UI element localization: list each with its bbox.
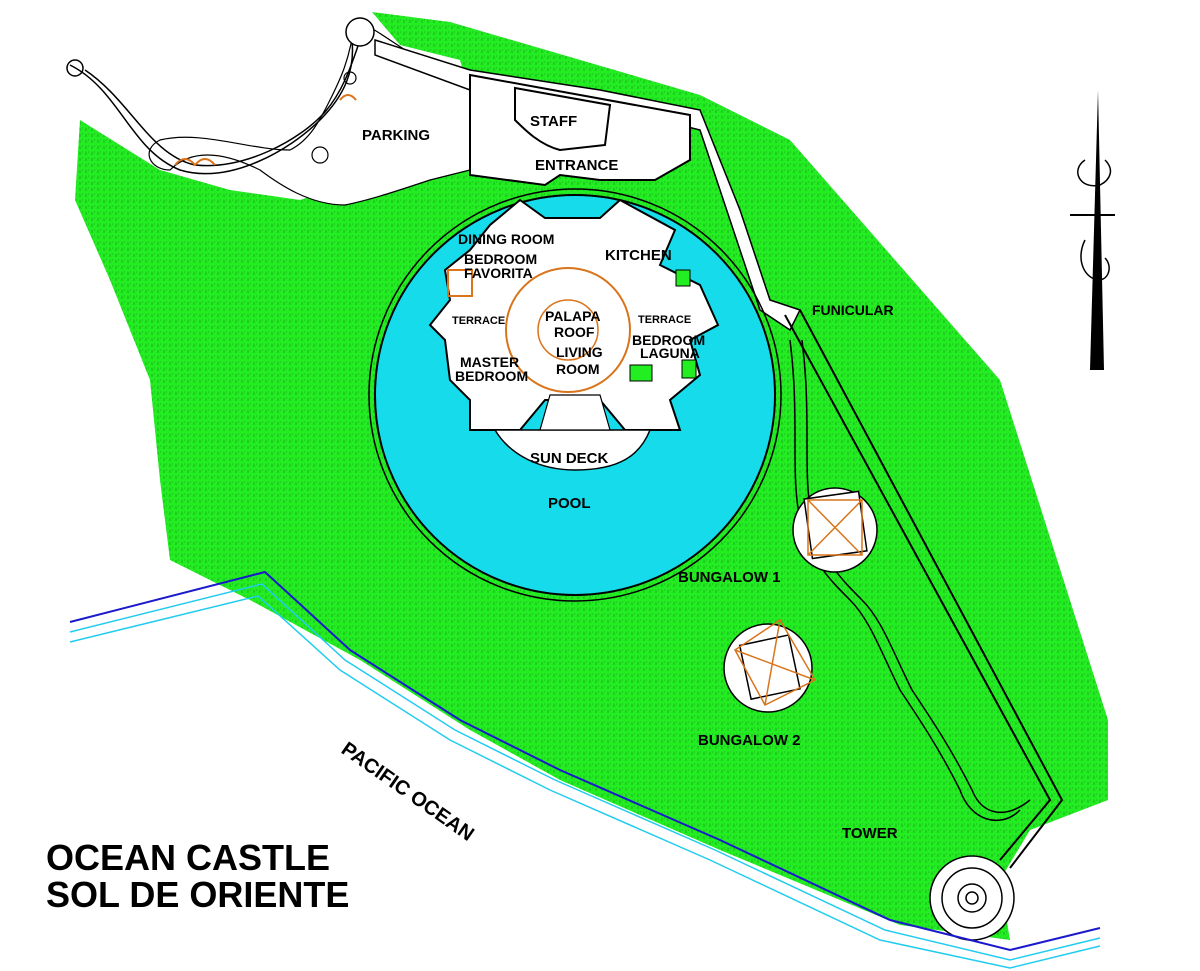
label-terrace-left: TERRACE [452,315,505,327]
label-palapa: PALAPA [545,308,600,324]
title-line-2: SOL DE ORIENTE [46,874,349,915]
driveway-ring-1 [311,146,329,164]
tower-inner [957,883,987,913]
label-bedroom-laguna-1: BEDROOM [632,332,705,348]
label-staff: STAFF [530,113,577,130]
label-room: ROOM [556,361,600,377]
planter-3 [681,359,697,379]
shoreline-light-1 [69,583,1101,961]
label-funicular: FUNICULAR [812,302,894,318]
label-bedroom-laguna-2: LAGUNA [640,345,700,361]
label-dining-room: DINING ROOM [458,231,554,247]
label-kitchen: KITCHEN [605,247,672,264]
label-bedroom-favorita-2: FAVORITA [464,265,533,281]
palapa-roof-inner [537,299,599,361]
label-pool: POOL [548,495,591,512]
label-bungalow-1: BUNGALOW 1 [678,569,781,586]
driveway-ring-2 [343,71,357,85]
label-bungalow-2: BUNGALOW 2 [698,732,801,749]
driveway-curve-inner [84,39,361,167]
label-parking: PARKING [362,127,430,144]
pool-edge [368,188,782,602]
north-arrow-icon [1070,90,1115,370]
funicular-rail [784,314,1052,861]
driveway-curve [69,39,354,175]
orange-shrub-2 [339,94,357,101]
palapa-roof [505,267,631,393]
deck-stairs [539,394,611,431]
label-roof: ROOF [554,324,595,340]
label-entrance: ENTRANCE [535,157,618,174]
title-line-1: OCEAN CASTLE [46,837,330,878]
label-master: MASTER [460,354,519,370]
bungalow-2-building [738,634,801,701]
label-terrace-right: TERRACE [638,314,691,326]
label-bedroom-favorita-1: BEDROOM [464,251,537,267]
staff-room-outline [514,86,612,152]
planter-1 [675,269,691,287]
driveway-end-left [66,59,84,77]
bungalow-1-roof [807,499,863,556]
orange-shrub-1 [174,158,216,167]
tower-mid [941,867,1003,929]
label-sun-deck: SUN DECK [530,450,609,467]
funicular-rail-2 [799,309,1064,869]
label-master-bedroom: BEDROOM [455,368,528,384]
planter-2 [629,364,653,382]
shoreline-light-2 [69,595,1101,969]
favorita-stairs [447,269,473,297]
garden-path-edge [801,339,1031,814]
shoreline-dark [69,570,1101,952]
label-pacific-ocean: PACIFIC OCEAN [337,738,478,846]
bungalow-2-roof [734,618,817,706]
label-tower: TOWER [842,825,898,842]
label-living: LIVING [556,344,603,360]
driveway-end-top [345,17,375,47]
garden-path [789,339,1021,821]
sun-deck [493,429,652,471]
tower-core [965,891,979,905]
